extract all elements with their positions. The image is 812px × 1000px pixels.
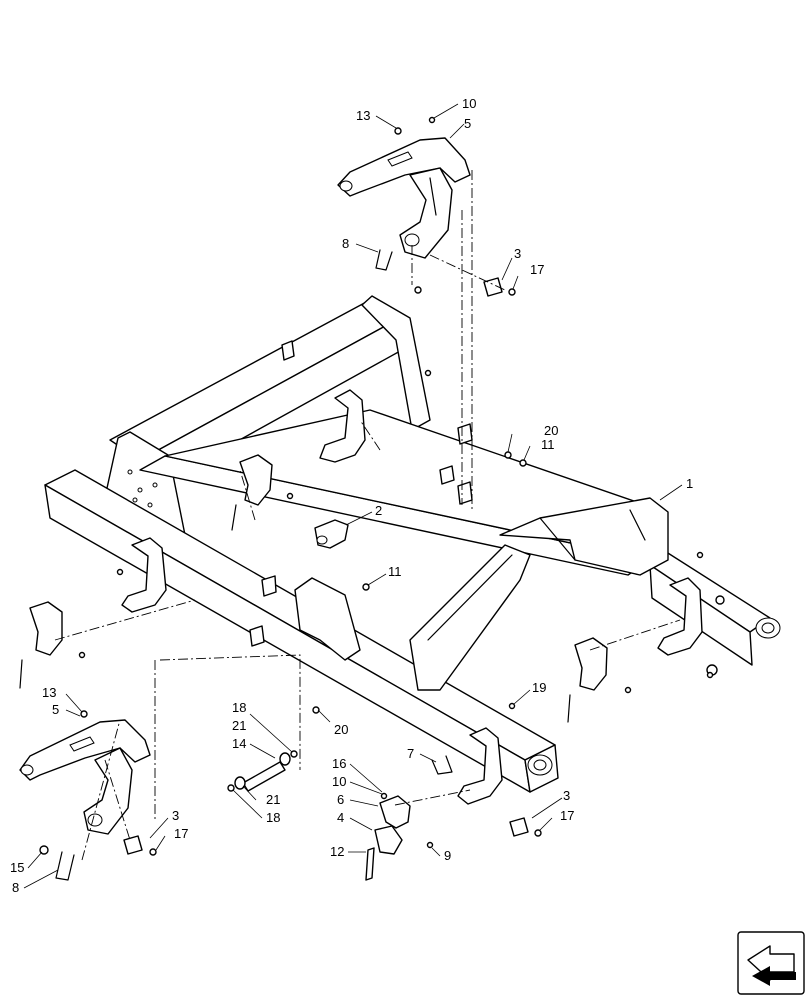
callout-3: 3: [172, 808, 179, 823]
callout-10: 10: [332, 774, 346, 789]
callout-8: 8: [12, 880, 19, 895]
callout-19: 19: [532, 680, 546, 695]
callout-15: 15: [10, 860, 24, 875]
callout-11: 11: [541, 437, 555, 452]
callout-9: 9: [444, 848, 451, 863]
callout-13: 13: [356, 108, 370, 123]
callout-21: 21: [266, 792, 280, 807]
callout-5: 5: [52, 702, 59, 717]
callout-21: 21: [232, 718, 246, 733]
callout-3: 3: [514, 246, 521, 261]
callout-1: 1: [686, 476, 693, 491]
callout-3: 3: [563, 788, 570, 803]
callout-20: 20: [334, 722, 348, 737]
hardware: [39, 116, 725, 881]
callout-6: 6: [337, 792, 344, 807]
lower-left-arm-assembly: [19, 719, 151, 835]
beam-clamps: [121, 389, 703, 805]
callout-17: 17: [530, 262, 544, 277]
callout-16: 16: [332, 756, 346, 771]
callout-13: 13: [42, 685, 56, 700]
callout-17: 17: [174, 826, 188, 841]
callout-12: 12: [330, 844, 344, 859]
callout-2: 2: [375, 503, 382, 518]
callout-11: 11: [388, 564, 402, 579]
callout-labels: 1 2 3 3 3 4 5 5 6 7 8 8 9 10 10 11 11 12…: [10, 96, 693, 895]
callout-4: 4: [337, 810, 344, 825]
top-arm-assembly: [337, 137, 471, 259]
page-navigation-arrow-icon[interactable]: [737, 931, 805, 995]
leader-lines: [23, 103, 683, 889]
callout-14: 14: [232, 736, 246, 751]
callout-20: 20: [544, 423, 558, 438]
callout-5: 5: [464, 116, 471, 131]
callout-18: 18: [232, 700, 246, 715]
assembly-centerlines: [54, 170, 681, 861]
callout-7: 7: [407, 746, 414, 761]
callout-17: 17: [560, 808, 574, 823]
callout-10: 10: [462, 96, 476, 111]
latch-assemblies: [19, 454, 608, 879]
callout-8: 8: [342, 236, 349, 251]
callout-18: 18: [266, 810, 280, 825]
